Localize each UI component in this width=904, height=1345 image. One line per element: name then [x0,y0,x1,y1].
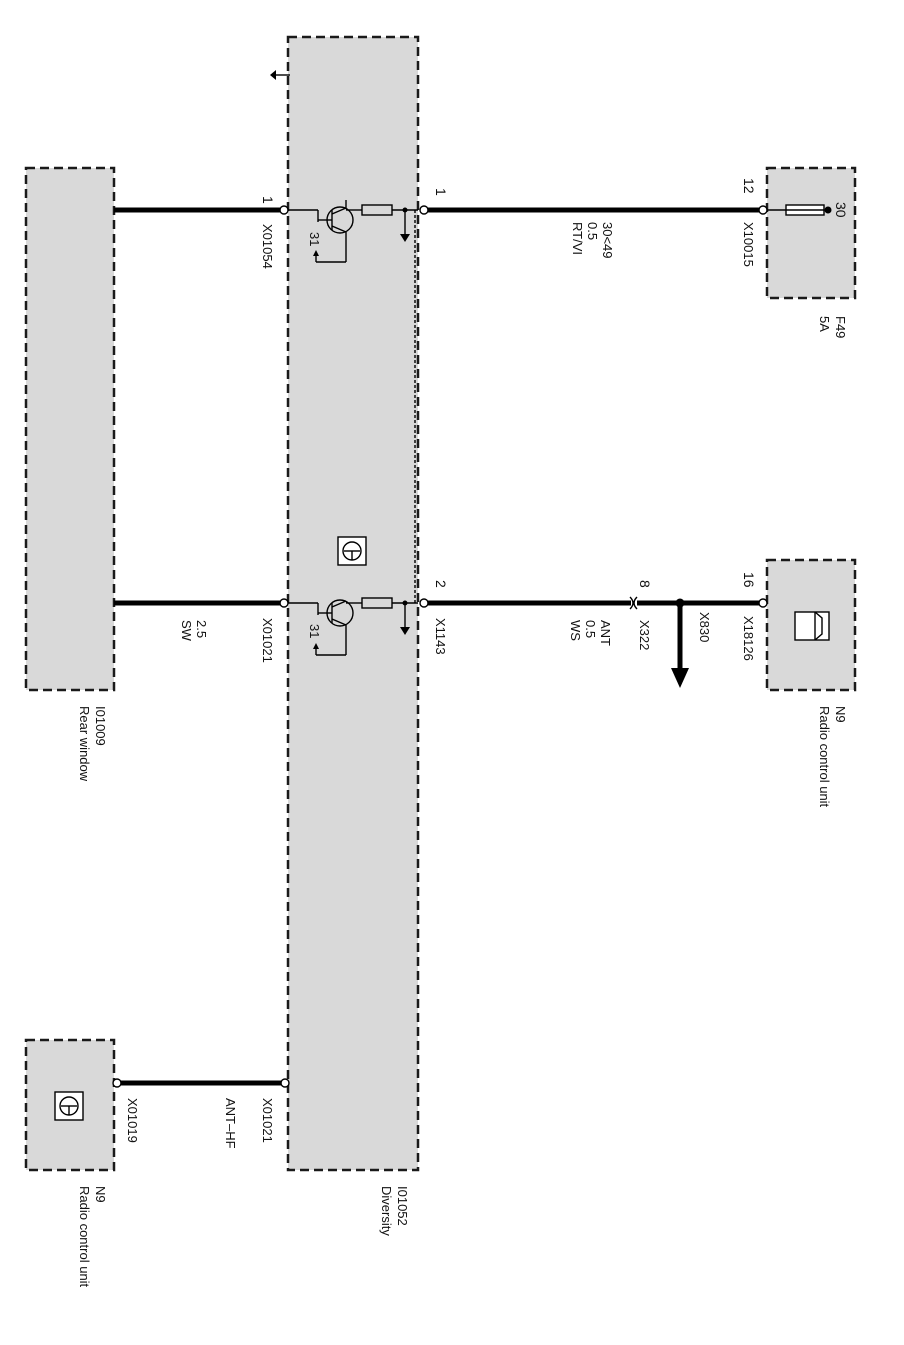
pin-x01054 [279,205,289,215]
connector-x830-label: X830 [697,612,712,642]
connector-x01021-bottom-label: X01021 [260,1098,275,1143]
connector-x01021-top-label: X01021 [260,618,275,663]
diversity-name: Diversity [379,1186,394,1236]
connector-x10015-label: X10015 [741,222,756,267]
radio-upper-pin-number: 16 [741,572,757,588]
amplifier-circuit-1 [288,200,418,603]
wire2-label-line1: ANT [598,620,613,646]
x830-branch [671,598,689,688]
wire4-label: ANT–HF [223,1098,238,1149]
fuse-rating-label: 5A [817,316,832,332]
wire3-label-line2: SW [179,620,194,642]
fuse-icon [767,204,832,216]
rear-window-code: I01009 [93,706,108,746]
connector-x01054-label: X01054 [260,224,275,269]
pin-out1-number: 1 [433,188,449,196]
pin-x01021-bottom [280,1078,290,1088]
pin-x01054-number: 1 [260,196,276,204]
radio-device-icon [794,611,830,641]
radio-antenna-icon [54,1091,84,1121]
pin-out1 [419,205,429,215]
diversity-code: I01052 [395,1186,410,1226]
pin-x322 [629,596,638,610]
radio-lower-code: N9 [93,1186,108,1203]
wire2-label-line3: WS [568,620,583,641]
wire3-label-line1: 2.5 [194,620,209,638]
radio-upper-code: N9 [833,706,848,723]
connector-x322-label: X322 [637,620,652,650]
fuse-pin-number: 12 [741,178,757,194]
antenna-icon [337,536,367,566]
wire1-label-line3: RT/VI [570,222,585,255]
pin-x1143-number: 2 [433,580,449,588]
fuse-code-label: F49 [833,316,848,338]
fuse-terminal-label: 30 [833,202,849,218]
ground-label-1: 31 [307,232,322,246]
diversity-ground-mark [270,70,290,80]
radio-lower-name: Radio control unit [77,1186,92,1288]
pin-x1143 [419,598,429,608]
rear-window-name: Rear window [77,706,92,782]
pin-x18126 [758,598,768,608]
ground-label-2: 31 [307,624,322,638]
wire2-label-line2: 0.5 [583,620,598,638]
connector-x1143-label: X1143 [433,618,448,655]
fuse-box [765,166,857,300]
radio-upper-name: Radio control unit [817,706,832,808]
amplifier-circuit-2 [288,597,418,656]
wire1-label-line2: 0.5 [585,222,600,240]
pin-x01019 [112,1078,122,1088]
connector-x01019-label: X01019 [125,1098,140,1143]
wire1-label-line1: 30<49 [600,222,615,259]
connector-x18126-label: X18126 [741,616,756,661]
pin-x01021-top [279,598,289,608]
pin-x322-number: 8 [637,580,653,588]
rear-window-box [24,166,116,692]
pin-x10015 [758,205,768,215]
